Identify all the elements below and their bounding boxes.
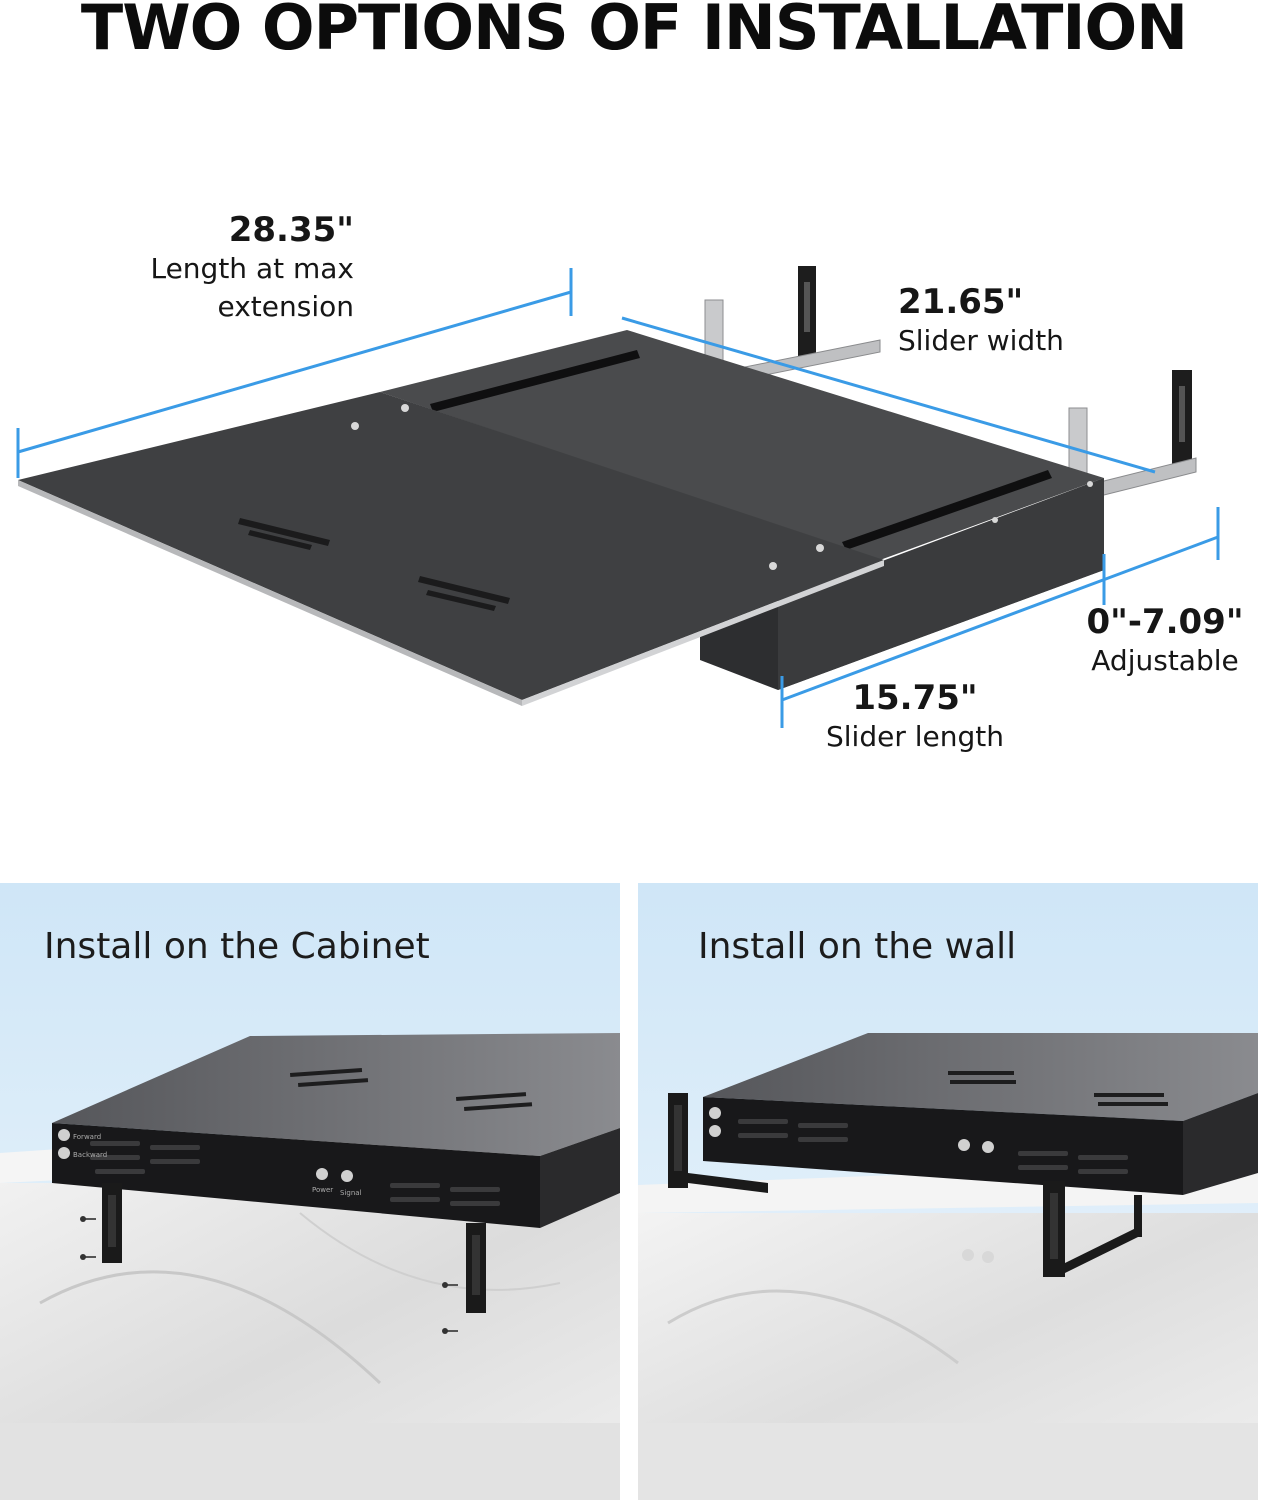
cabinet-install-panel: Forward Backward Power Signal <box>0 883 620 1500</box>
backward-label: Backward <box>73 1151 107 1159</box>
slider-length-line <box>781 535 1219 702</box>
length-max-label: 28.35" Length at max extension <box>120 210 354 326</box>
slider-width-line <box>621 316 1156 474</box>
signal-label: Signal <box>340 1189 362 1197</box>
rear-bracket-right <box>1068 370 1197 497</box>
extended-tray <box>18 392 1093 706</box>
adjustable-value: 0"-7.09" <box>1086 602 1244 642</box>
slider-length-label: 15.75" Slider length <box>805 678 1025 756</box>
length-max-line <box>17 290 572 454</box>
dimension-lines <box>16 268 1220 728</box>
length-max-value: 28.35" <box>228 210 354 250</box>
slider-length-caption: Slider length <box>826 720 1004 753</box>
slider-width-label: 21.65" Slider width <box>898 282 1064 360</box>
slider-width-value: 21.65" <box>898 282 1024 322</box>
length-max-caption-1: Length at max <box>150 252 354 285</box>
slider-length-value: 15.75" <box>852 678 978 718</box>
rear-bracket-left <box>704 266 881 381</box>
forward-label: Forward <box>73 1133 101 1141</box>
slider-body <box>380 330 1104 690</box>
adjustable-caption: Adjustable <box>1091 644 1239 677</box>
wall-install-panel <box>638 883 1258 1500</box>
power-label: Power <box>312 1186 333 1194</box>
cabinet-install-title: Install on the Cabinet <box>44 926 430 967</box>
product-dimension-diagram <box>16 266 1220 728</box>
cabinet-install-illustration: Forward Backward Power Signal <box>0 883 620 1500</box>
wall-install-title: Install on the wall <box>698 926 1017 967</box>
slider-width-caption: Slider width <box>898 324 1064 357</box>
length-max-caption-2: extension <box>217 290 355 323</box>
adjustable-label: 0"-7.09" Adjustable <box>1070 602 1260 680</box>
page-headline: TWO OPTIONS OF INSTALLATION <box>80 0 1188 64</box>
wall-install-illustration <box>638 883 1258 1500</box>
